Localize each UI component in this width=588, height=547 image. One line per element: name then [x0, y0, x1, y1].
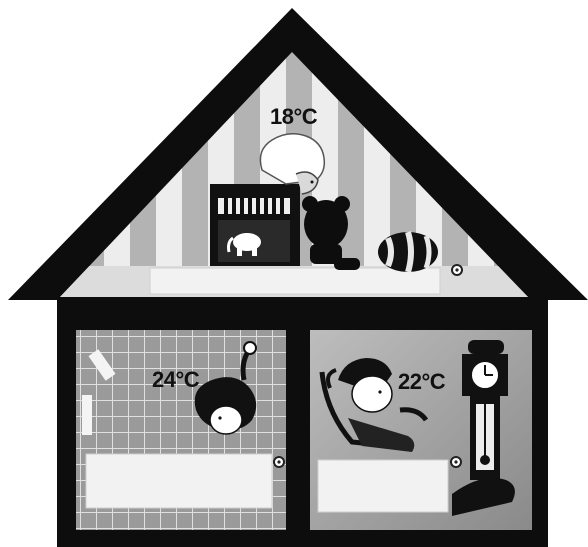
attic-radiator	[150, 268, 440, 294]
attic-temperature-label: 18°C	[270, 104, 317, 130]
living-room	[310, 330, 532, 530]
bathroom-radiator	[86, 454, 272, 508]
living-room-radiator	[318, 460, 448, 512]
bathroom-room	[76, 330, 286, 530]
living-room-temperature-label: 22°C	[398, 369, 445, 395]
baby-crib	[210, 184, 300, 266]
striped-ball	[378, 232, 438, 272]
bathroom-temperature-label: 24°C	[152, 367, 199, 393]
